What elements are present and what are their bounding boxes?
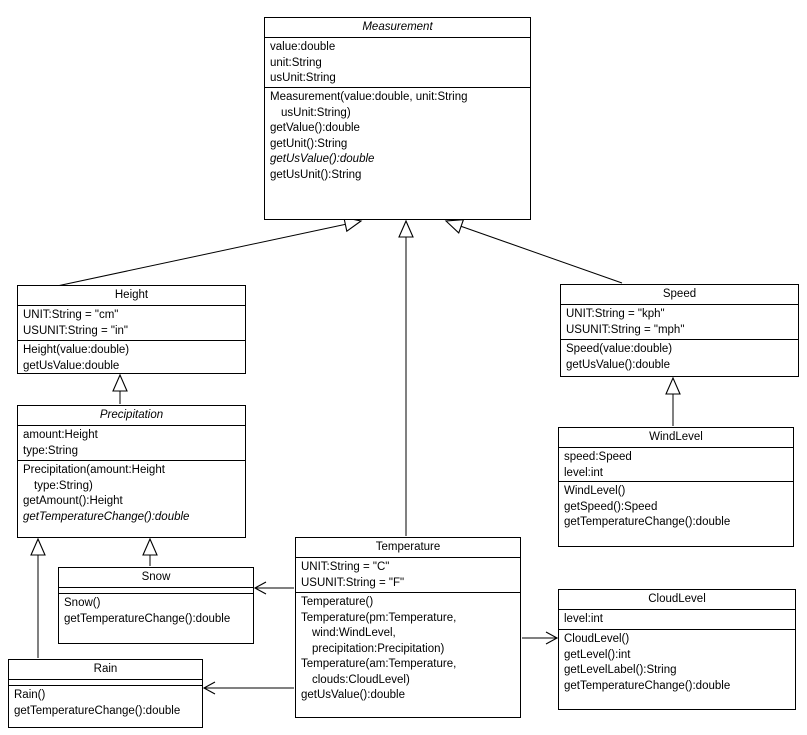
method-line: type:String) — [34, 479, 93, 492]
class-title: Temperature — [296, 538, 520, 558]
attribute-line: UNIT:String = "kph" — [566, 308, 665, 320]
method-line: precipitation:Precipitation) — [312, 642, 445, 655]
methods-section: Temperature() Temperature(pm:Temperature,… — [296, 593, 520, 717]
method-line: clouds:CloudLevel) — [312, 673, 410, 686]
method-line: getAmount():Height — [23, 495, 123, 507]
attributes-section: value:double unit:String usUnit:String — [265, 38, 530, 88]
methods-section: Measurement(value:double, unit:String usU… — [265, 88, 530, 219]
method-line: Speed(value:double) — [566, 343, 673, 355]
methods-section: WindLevel() getSpeed():Speed getTemperatur… — [559, 482, 793, 546]
method-line: getTemperatureChange():double — [564, 679, 731, 692]
class-title: Rain — [9, 660, 202, 680]
class-title: Precipitation — [18, 406, 245, 426]
method-line: getValue():double — [270, 122, 360, 134]
method-line: getTemperatureChange():double — [23, 510, 190, 523]
methods-section: CloudLevel() getLevel():int getLevelLabel(… — [559, 630, 795, 709]
method-line: Temperature(pm:Temperature, — [301, 611, 457, 624]
methods-section: Precipitation(amount:Height type:String) g… — [18, 461, 245, 537]
method-line: wind:WindLevel, — [312, 627, 396, 639]
method-line: getUnit():String — [270, 137, 348, 150]
attributes-section: UNIT:String = "C" USUNIT:String = "F" — [296, 558, 520, 593]
attribute-line: value:double — [270, 41, 336, 53]
attribute-line: speed:Speed — [564, 451, 632, 463]
class-height[interactable]: Height UNIT:String = "cm" USUNIT:String =… — [17, 285, 246, 374]
attributes-section — [59, 588, 253, 594]
inheritance-arrow-speed-to-measurement — [444, 219, 623, 284]
method-line: getLevel():int — [564, 648, 631, 661]
attribute-line: usUnit:String — [270, 72, 336, 84]
method-line: WindLevel() — [564, 485, 626, 497]
class-title: Snow — [59, 568, 253, 588]
method-line: getUsValue():double — [566, 358, 670, 371]
attributes-section: speed:Speed level:int — [559, 448, 793, 482]
class-speed[interactable]: Speed UNIT:String = "kph" USUNIT:String =… — [560, 284, 799, 377]
attributes-section: level:int — [559, 610, 795, 630]
class-rain[interactable]: Rain Rain() getTemperatureChange():double — [8, 659, 203, 728]
method-line: getUsValue():double — [270, 153, 375, 165]
method-line: getUsUnit():String — [270, 168, 362, 181]
methods-section: Speed(value:double) getUsValue():double — [561, 340, 798, 376]
class-cloudlevel[interactable]: CloudLevel level:int CloudLevel() getLeve… — [558, 589, 796, 710]
attributes-section: UNIT:String = "cm" USUNIT:String = "in" — [18, 306, 245, 341]
method-line: CloudLevel() — [564, 633, 630, 645]
attribute-line: amount:Height — [23, 429, 98, 441]
class-snow[interactable]: Snow Snow() getTemperatureChange():double — [58, 567, 254, 644]
attribute-line: UNIT:String = "cm" — [23, 309, 119, 321]
attribute-line: UNIT:String = "C" — [301, 561, 390, 573]
method-line: getTemperatureChange():double — [14, 704, 181, 717]
class-title: Speed — [561, 285, 798, 305]
method-line: usUnit:String) — [281, 106, 351, 119]
class-title: WindLevel — [559, 428, 793, 448]
attribute-line: USUNIT:String = "mph" — [566, 323, 685, 336]
method-line: getSpeed():Speed — [564, 500, 658, 513]
method-line: Height(value:double) — [23, 344, 130, 356]
attribute-line: level:int — [564, 613, 603, 625]
class-temperature[interactable]: Temperature UNIT:String = "C" USUNIT:Stri… — [295, 537, 521, 718]
attributes-section: amount:Height type:String — [18, 426, 245, 461]
methods-section: Snow() getTemperatureChange():double — [59, 594, 253, 643]
method-line: getLevelLabel():String — [564, 664, 677, 676]
attributes-section — [9, 680, 202, 686]
attribute-line: unit:String — [270, 56, 322, 69]
methods-section: Rain() getTemperatureChange():double — [9, 686, 202, 727]
attribute-line: type:String — [23, 444, 78, 457]
class-windlevel[interactable]: WindLevel speed:Speed level:int WindLevel… — [558, 427, 794, 547]
class-title: CloudLevel — [559, 590, 795, 610]
methods-section: Height(value:double) getUsValue:double — [18, 341, 245, 373]
attributes-section: UNIT:String = "kph" USUNIT:String = "mph" — [561, 305, 798, 340]
inheritance-arrow-height-to-measurement — [56, 216, 363, 287]
method-line: getTemperatureChange():double — [564, 516, 731, 528]
class-precipitation[interactable]: Precipitation amount:Height type:String P… — [17, 405, 246, 538]
method-line: Temperature(am:Temperature, — [301, 658, 457, 670]
class-title: Measurement — [265, 18, 530, 38]
attribute-line: USUNIT:String = "F" — [301, 576, 405, 589]
class-title: Height — [18, 286, 245, 306]
method-line: Snow() — [64, 597, 101, 609]
method-line: getUsValue:double — [23, 359, 120, 372]
method-line: Temperature() — [301, 596, 374, 608]
attribute-line: USUNIT:String = "in" — [23, 324, 128, 337]
method-line: getUsValue():double — [301, 689, 405, 701]
attribute-line: level:int — [564, 466, 603, 479]
class-measurement[interactable]: Measurement value:double unit:String usUni… — [264, 17, 531, 220]
method-line: Rain() — [14, 689, 46, 701]
method-line: Measurement(value:double, unit:String — [270, 91, 468, 103]
method-line: Precipitation(amount:Height — [23, 464, 165, 476]
method-line: getTemperatureChange():double — [64, 612, 231, 625]
